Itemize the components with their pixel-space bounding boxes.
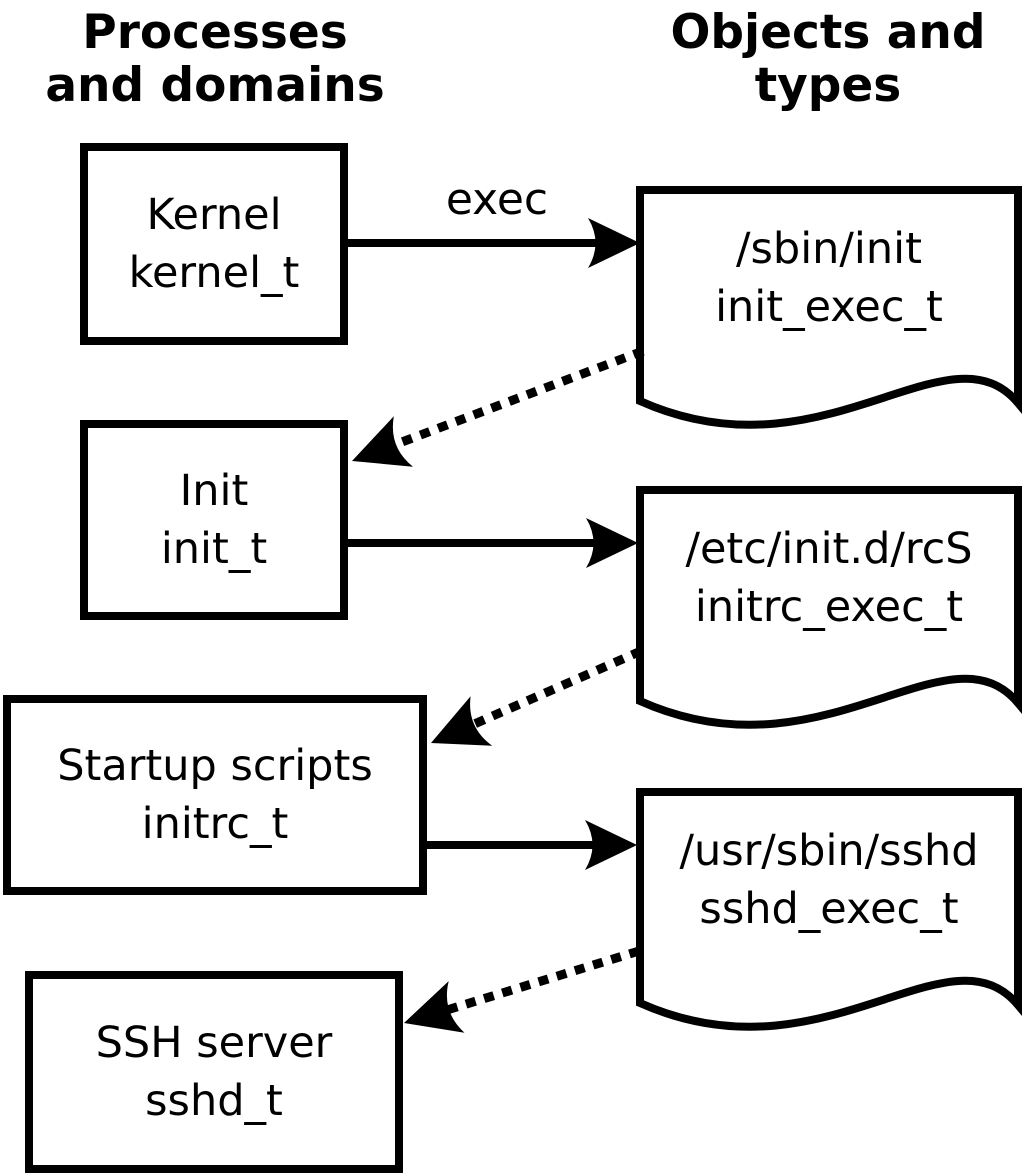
arrowhead-icon (586, 518, 638, 568)
arrowhead-icon (588, 218, 640, 268)
document-shape (636, 486, 1022, 729)
process-domain: init_t (160, 524, 268, 574)
process-name: SSH server (95, 1018, 333, 1068)
exec-edge-label: exec (445, 174, 549, 225)
arrowhead-icon (352, 416, 414, 467)
process-node-init: Init init_t (80, 420, 348, 620)
process-domain: sshd_t (145, 1076, 283, 1126)
object-path: /usr/sbin/sshd (679, 826, 979, 876)
exec-arrow-init-to-initrc-exec (348, 518, 638, 568)
arrowhead-icon (404, 981, 465, 1033)
exec-arrow-initrc-to-sshd-exec (427, 820, 637, 870)
document-shape (636, 186, 1022, 429)
exec-arrow-kernel-to-init-exec (348, 218, 640, 268)
object-label-sshd-exec: /usr/sbin/sshd sshd_exec_t (640, 822, 1018, 938)
object-node-initrc-exec (636, 486, 1022, 729)
object-type: initrc_exec_t (694, 582, 964, 632)
object-node-init-exec (636, 186, 1022, 429)
process-name: Startup scripts (57, 741, 373, 791)
object-type: sshd_exec_t (699, 884, 959, 934)
object-label-initrc-exec: /etc/init.d/rcS initrc_exec_t (640, 520, 1018, 636)
transition-arrow-sshd-exec-to-sshd (404, 946, 641, 1033)
column-header-objects: Objects and types (670, 5, 986, 113)
transition-arrow-init-exec-to-init (352, 346, 645, 467)
object-type: init_exec_t (715, 282, 943, 332)
object-path: /etc/init.d/rcS (685, 524, 973, 574)
process-domain: initrc_t (141, 799, 289, 849)
object-path: /sbin/init (736, 224, 922, 274)
arrowhead-icon (431, 696, 493, 746)
process-node-kernel: Kernel kernel_t (80, 143, 348, 345)
process-name: Kernel (146, 190, 282, 240)
arrowhead-icon (585, 820, 637, 870)
process-name: Init (179, 466, 249, 516)
document-shape (636, 788, 1022, 1031)
object-label-init-exec: /sbin/init init_exec_t (640, 220, 1018, 336)
process-node-ssh-server: SSH server sshd_t (25, 971, 403, 1173)
process-domain: kernel_t (128, 248, 300, 298)
process-node-startup-scripts: Startup scripts initrc_t (3, 695, 427, 895)
object-node-sshd-exec (636, 788, 1022, 1031)
column-header-processes: Processes and domains (45, 5, 385, 113)
transition-arrow-initrc-exec-to-initrc (431, 646, 643, 746)
